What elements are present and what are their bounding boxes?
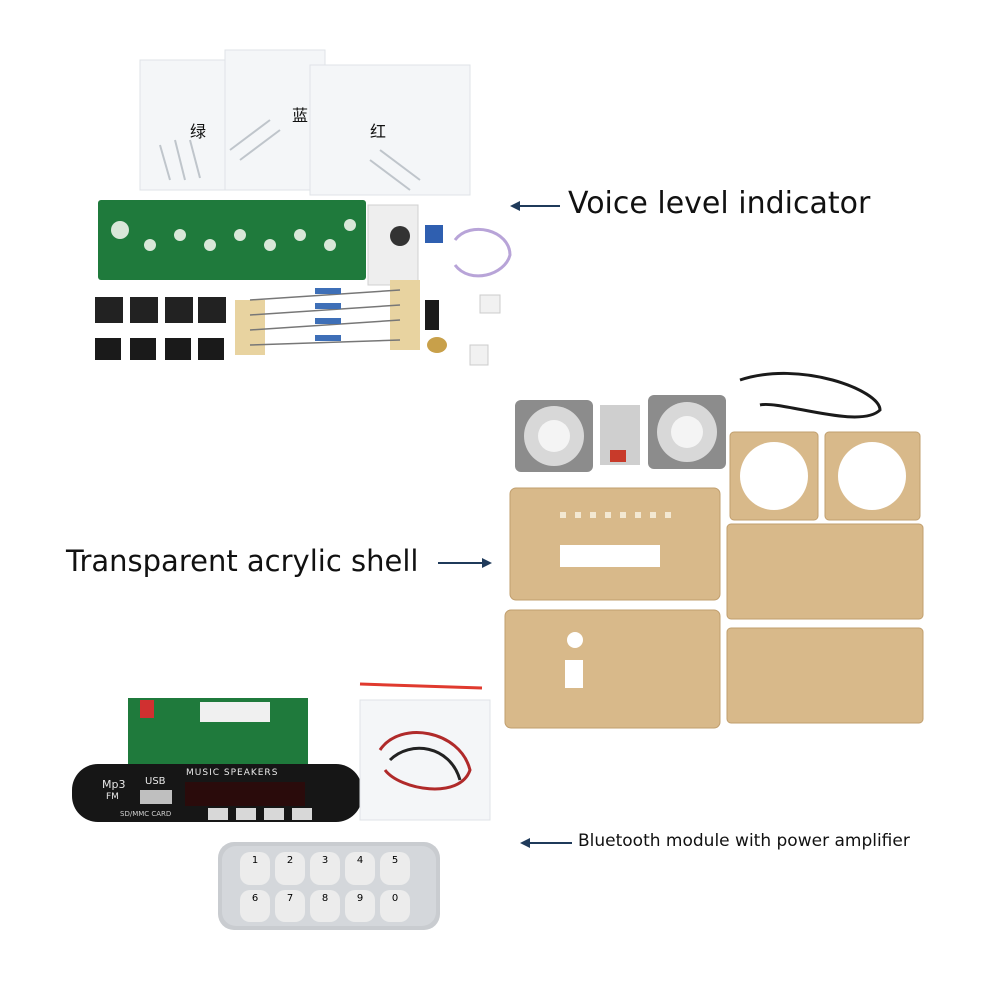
remote-key: 1	[240, 852, 270, 885]
callout-line-voice	[520, 205, 560, 207]
remote-keypad: 1 2 3 4 5 6 7 8 9 0	[240, 852, 420, 922]
callout-line-acrylic	[438, 562, 482, 564]
module-usb: USB	[145, 776, 166, 787]
module-card-slot: SD/MMC CARD	[120, 810, 172, 818]
led-bag-green	[139, 59, 241, 191]
bluetooth-module	[72, 698, 362, 822]
led-bag-blue	[224, 49, 326, 191]
remote-key: 6	[240, 889, 270, 922]
callout-bluetooth-module: Bluetooth module with power amplifier	[578, 831, 910, 851]
passive-components	[235, 280, 489, 366]
led-bag-red	[309, 64, 471, 196]
arrow-left-icon	[510, 201, 520, 211]
voice-level-pcb	[98, 200, 512, 314]
bag-label-red: 红	[370, 122, 387, 141]
ic-sockets	[95, 297, 226, 360]
callout-voice-level: Voice level indicator	[568, 186, 871, 221]
wires-bag	[359, 699, 491, 821]
callout-line-bluetooth	[530, 842, 572, 844]
remote-key: 3	[310, 852, 340, 885]
remote-key: 8	[310, 889, 340, 922]
remote-key: 4	[345, 852, 375, 885]
remote-key: 2	[275, 852, 305, 885]
speakers	[515, 371, 882, 472]
arrow-left-icon	[520, 838, 530, 848]
led-bags	[139, 49, 471, 196]
remote-key: 9	[345, 889, 375, 922]
module-brand: Mp3	[102, 778, 126, 791]
module-panel-title: MUSIC SPEAKERS	[186, 768, 279, 778]
remote-key: 0	[380, 889, 410, 922]
bag-label-blue: 蓝	[292, 106, 309, 125]
remote-key: 7	[275, 889, 305, 922]
remote-key: 5	[380, 852, 410, 885]
bag-label-green: 绿	[190, 122, 207, 141]
arrow-right-icon	[482, 558, 492, 568]
module-fm: FM	[106, 792, 119, 802]
callout-acrylic-shell: Transparent acrylic shell	[66, 544, 419, 578]
